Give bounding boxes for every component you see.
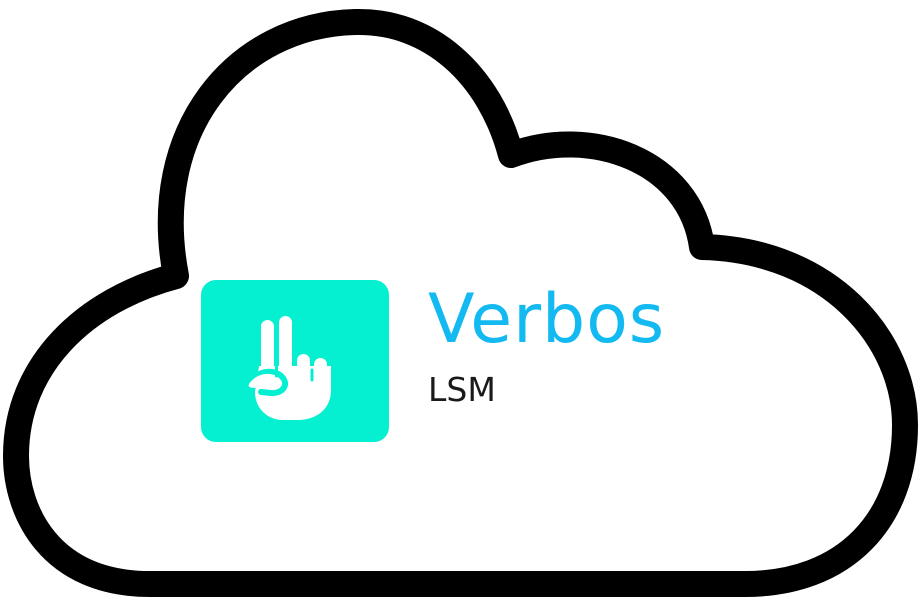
app-icon-tile — [201, 280, 389, 442]
app-name: Verbos — [428, 280, 666, 359]
app-subtitle: LSM — [428, 370, 496, 409]
victory-hand-icon — [246, 316, 331, 420]
wordmark: Verbos LSM — [428, 280, 748, 410]
